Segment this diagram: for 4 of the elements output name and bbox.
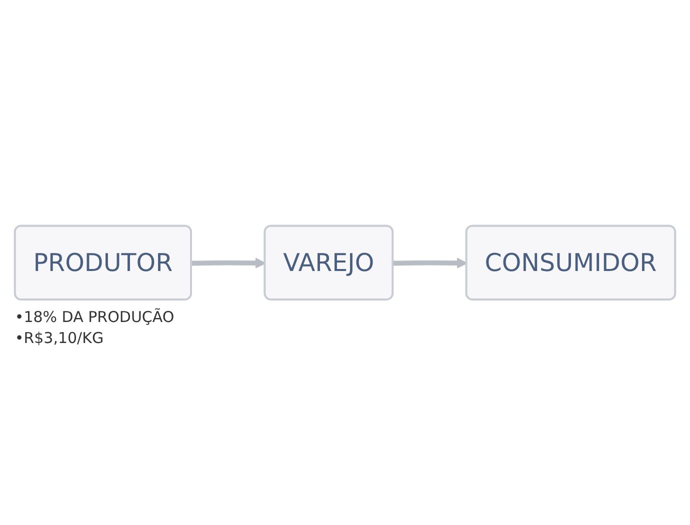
arrow xyxy=(192,258,266,268)
note-text: •18% DA PRODUÇÃO xyxy=(14,307,174,328)
arrow xyxy=(393,258,468,268)
note-text: •R$3,10/KG xyxy=(14,328,105,348)
